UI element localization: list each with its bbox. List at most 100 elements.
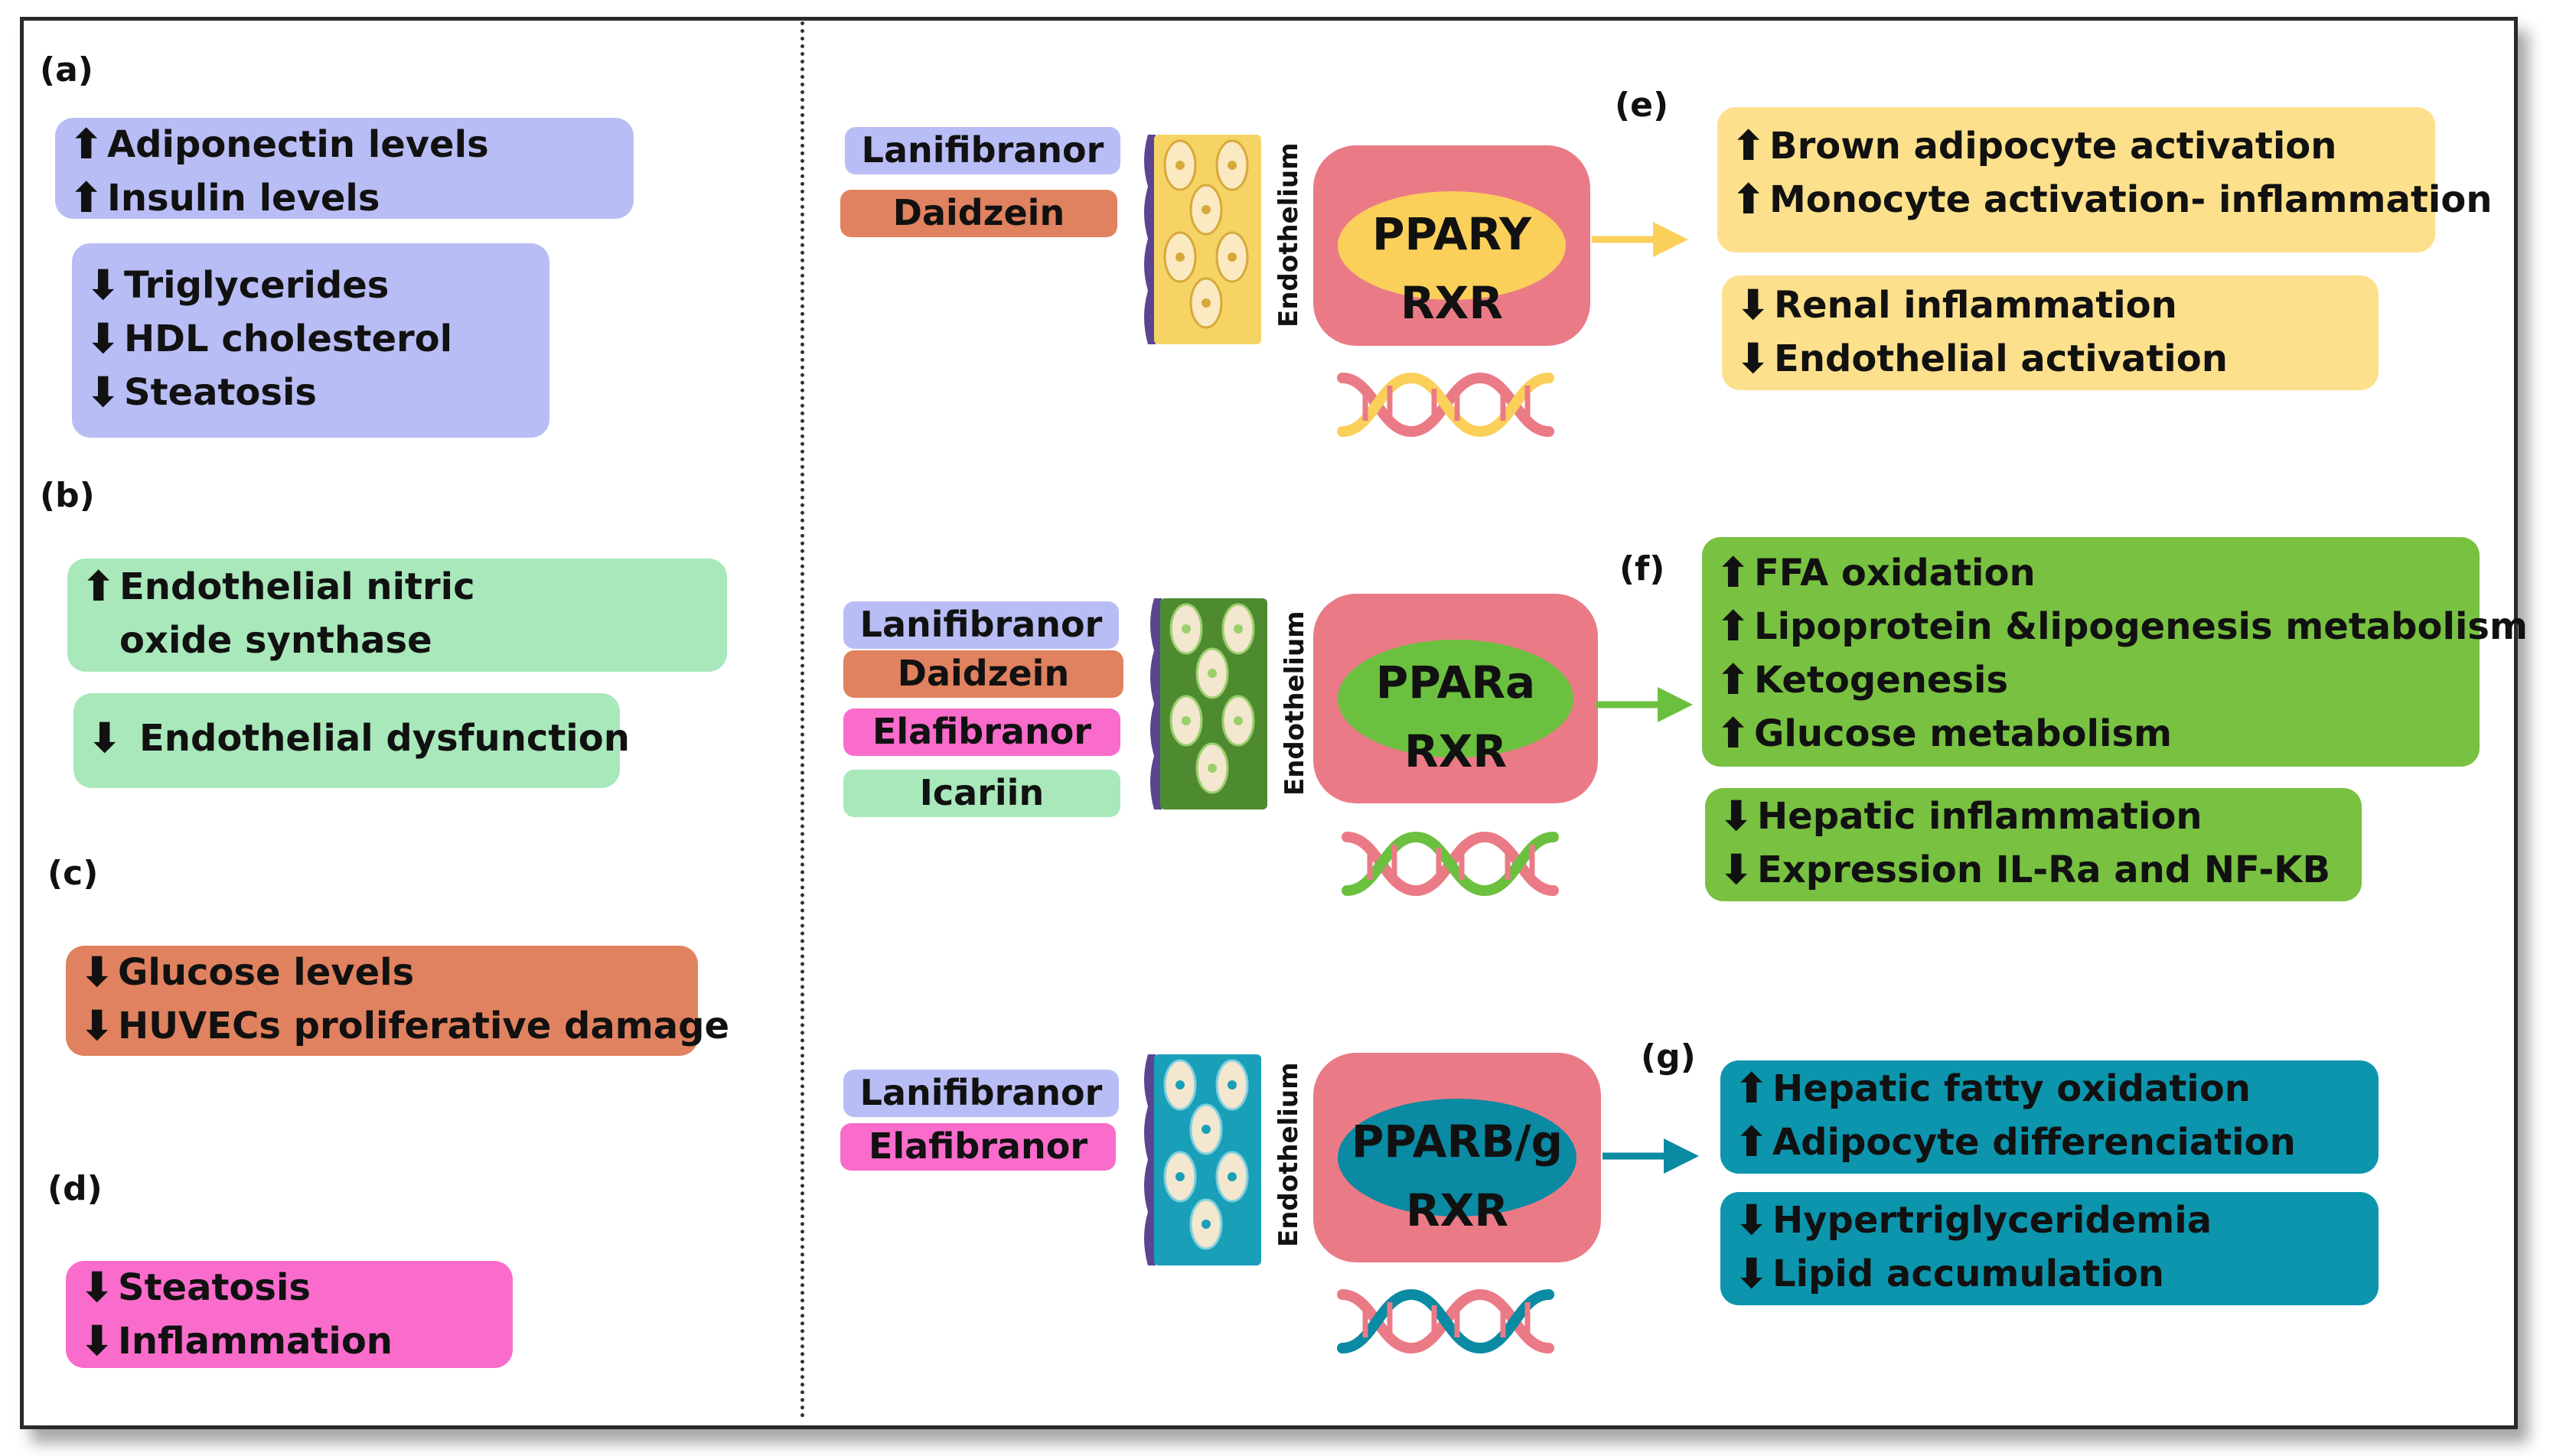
effect-text: Insulin levels bbox=[107, 177, 380, 220]
effect-text: HDL cholesterol bbox=[124, 318, 453, 360]
panel-d-box-1: ⬇Steatosis⬇Inflammation bbox=[66, 1261, 513, 1368]
cell-nucleus bbox=[1175, 1172, 1185, 1181]
endothelium-edge-e bbox=[1144, 135, 1156, 344]
drug-daidzein: Daidzein bbox=[843, 650, 1123, 698]
arrow-down-icon: ⬇ bbox=[80, 1263, 115, 1311]
arrow-up-icon: ⬆ bbox=[1716, 709, 1751, 757]
panel-b-line-1: ⬆ Endothelial nitric oxide synthase bbox=[81, 560, 713, 667]
effect-text: Glucose metabolism bbox=[1754, 712, 2173, 755]
endothelium-cells-f bbox=[1150, 598, 1267, 809]
receptor-name-f: PPARa bbox=[1375, 656, 1536, 708]
effect-line: ⬇HDL cholesterol bbox=[86, 312, 536, 366]
effect-text: Inflammation bbox=[118, 1320, 393, 1363]
endothelium-label-g: Endothelium bbox=[1273, 1062, 1304, 1247]
effect-text: Renal inflammation bbox=[1774, 284, 2177, 327]
panel-f-box-2: ⬇Hepatic inflammation⬇Expression IL-Ra a… bbox=[1705, 788, 2362, 901]
effect-line: ⬇Glucose levels bbox=[80, 946, 684, 999]
receptor-ppara: PPARa RXR bbox=[1313, 594, 1598, 803]
effect-line: ⬆Glucose metabolism bbox=[1716, 707, 2466, 761]
panel-g-box-2: ⬇Hypertriglyceridemia⬇Lipid accumulation bbox=[1720, 1192, 2379, 1305]
effect-line: ⬇Lipid accumulation bbox=[1734, 1247, 2365, 1301]
cell-nucleus bbox=[1228, 1080, 1237, 1090]
drug-elafibranor: Elafibranor bbox=[843, 708, 1120, 756]
drug-lanifibranor: Lanifibranor bbox=[843, 1070, 1119, 1117]
cell-nucleus bbox=[1202, 298, 1211, 308]
endothelium-label-f: Endothelium bbox=[1280, 611, 1310, 796]
receptor-name-e: PPARY bbox=[1371, 208, 1532, 260]
arrow-up-icon: ⬆ bbox=[1716, 602, 1751, 650]
drug-daidzein: Daidzein bbox=[840, 190, 1117, 237]
panel-label-g: (g) bbox=[1641, 1037, 1696, 1077]
cell-nucleus bbox=[1208, 764, 1217, 773]
arrow-up-icon: ⬆ bbox=[81, 562, 116, 611]
cell-nucleus bbox=[1228, 161, 1237, 170]
effect-line: ⬇Triglycerides bbox=[86, 259, 536, 312]
panel-b-box-2: ⬇ Endothelial dysfunction bbox=[73, 693, 630, 788]
arrow-up-icon: ⬆ bbox=[1716, 549, 1751, 597]
effect-line: ⬆Lipoprotein &lipogenesis metabolism bbox=[1716, 600, 2528, 653]
arrow-up-icon: ⬆ bbox=[1734, 1118, 1769, 1166]
panel-e-box-2: ⬇Renal inflammation⬇Endothelial activati… bbox=[1722, 275, 2379, 390]
arrow-down-icon: ⬇ bbox=[80, 1002, 115, 1050]
effect-text: Ketogenesis bbox=[1754, 659, 2009, 702]
effect-text: Steatosis bbox=[124, 371, 317, 414]
cell-nucleus bbox=[1234, 624, 1243, 634]
receptor-partner-g: RXR bbox=[1405, 1184, 1509, 1236]
dna-helix-f bbox=[1342, 831, 1559, 897]
arrow-down-icon: ⬇ bbox=[80, 1317, 115, 1365]
effect-text: Hypertriglyceridemia bbox=[1772, 1199, 2212, 1242]
arrow-down-icon: ⬇ bbox=[1736, 281, 1771, 329]
arrow-up-icon: ⬆ bbox=[1716, 656, 1751, 704]
effect-line: ⬇Renal inflammation bbox=[1736, 278, 2365, 332]
arrow-up-icon: ⬆ bbox=[1731, 122, 1766, 170]
effect-line: ⬇Hepatic inflammation bbox=[1719, 790, 2348, 843]
dotted-divider bbox=[800, 21, 804, 1419]
effect-text: Adiponectin levels bbox=[107, 123, 489, 166]
receptor-partner-e: RXR bbox=[1400, 277, 1504, 329]
effect-text: Lipoprotein &lipogenesis metabolism bbox=[1754, 605, 2528, 648]
receptor-ellipse-g bbox=[1338, 1099, 1576, 1217]
panel-b-text-1: Endothelial nitric oxide synthase bbox=[119, 565, 475, 662]
panel-a-box-2: ⬇Triglycerides⬇HDL cholesterol⬇Steatosis bbox=[72, 243, 549, 438]
cell-nucleus bbox=[1182, 716, 1191, 725]
cell-nucleus bbox=[1202, 205, 1211, 214]
effect-line: ⬇Inflammation bbox=[80, 1314, 499, 1368]
panel-label-c: (c) bbox=[47, 854, 99, 893]
cell-nucleus bbox=[1175, 1080, 1185, 1090]
arrow-up-icon: ⬆ bbox=[1731, 175, 1766, 223]
panel-c-box-1: ⬇Glucose levels⬇HUVECs proliferative dam… bbox=[66, 946, 729, 1056]
cell-nucleus bbox=[1202, 1125, 1211, 1134]
cell-nucleus bbox=[1228, 1172, 1237, 1181]
panel-e-box-1: ⬆Brown adipocyte activation⬆Monocyte act… bbox=[1717, 107, 2493, 252]
receptor-ellipse-e bbox=[1338, 191, 1566, 300]
arrow-up-icon: ⬆ bbox=[1734, 1064, 1769, 1112]
panel-g-box-1: ⬆Hepatic fatty oxidation⬆Adipocyte diffe… bbox=[1720, 1060, 2379, 1174]
receptor-ellipse-f bbox=[1338, 640, 1573, 757]
arrow-down-icon: ⬇ bbox=[87, 714, 122, 762]
arrow-up-icon: ⬆ bbox=[69, 120, 104, 168]
effect-text: Monocyte activation- inflammation bbox=[1769, 178, 2493, 221]
cell-nucleus bbox=[1202, 1220, 1211, 1229]
effect-line: ⬆Insulin levels bbox=[69, 171, 620, 225]
drug-elafibranor: Elafibranor bbox=[840, 1123, 1116, 1171]
effect-text: Adipocyte differenciation bbox=[1772, 1121, 2296, 1164]
effect-line: ⬇Hypertriglyceridemia bbox=[1734, 1194, 2365, 1247]
arrow-down-icon: ⬇ bbox=[86, 261, 121, 309]
effect-text: Lipid accumulation bbox=[1772, 1252, 2164, 1295]
panel-b-line-2: ⬇ Endothelial dysfunction bbox=[87, 712, 630, 765]
panel-label-a: (a) bbox=[40, 50, 93, 90]
receptor-name-g: PPARB/g bbox=[1351, 1116, 1563, 1168]
cell-nucleus bbox=[1182, 624, 1191, 634]
panel-b-text-2: Endothelial dysfunction bbox=[139, 717, 630, 760]
cell-nucleus bbox=[1175, 252, 1185, 262]
dna-helix-e bbox=[1337, 372, 1554, 438]
effect-line: ⬇Steatosis bbox=[86, 366, 536, 419]
effect-line: ⬆Adipocyte differenciation bbox=[1734, 1116, 2365, 1169]
drug-lanifibranor: Lanifibranor bbox=[843, 601, 1119, 649]
arrow-right-icon-e bbox=[1592, 222, 1688, 257]
effect-text: HUVECs proliferative damage bbox=[118, 1005, 730, 1047]
arrow-right-icon-g bbox=[1603, 1138, 1699, 1174]
panel-b-box-1: ⬆ Endothelial nitric oxide synthase bbox=[67, 559, 727, 672]
arrow-down-icon: ⬇ bbox=[1734, 1196, 1769, 1244]
effect-text: Steatosis bbox=[118, 1266, 311, 1309]
